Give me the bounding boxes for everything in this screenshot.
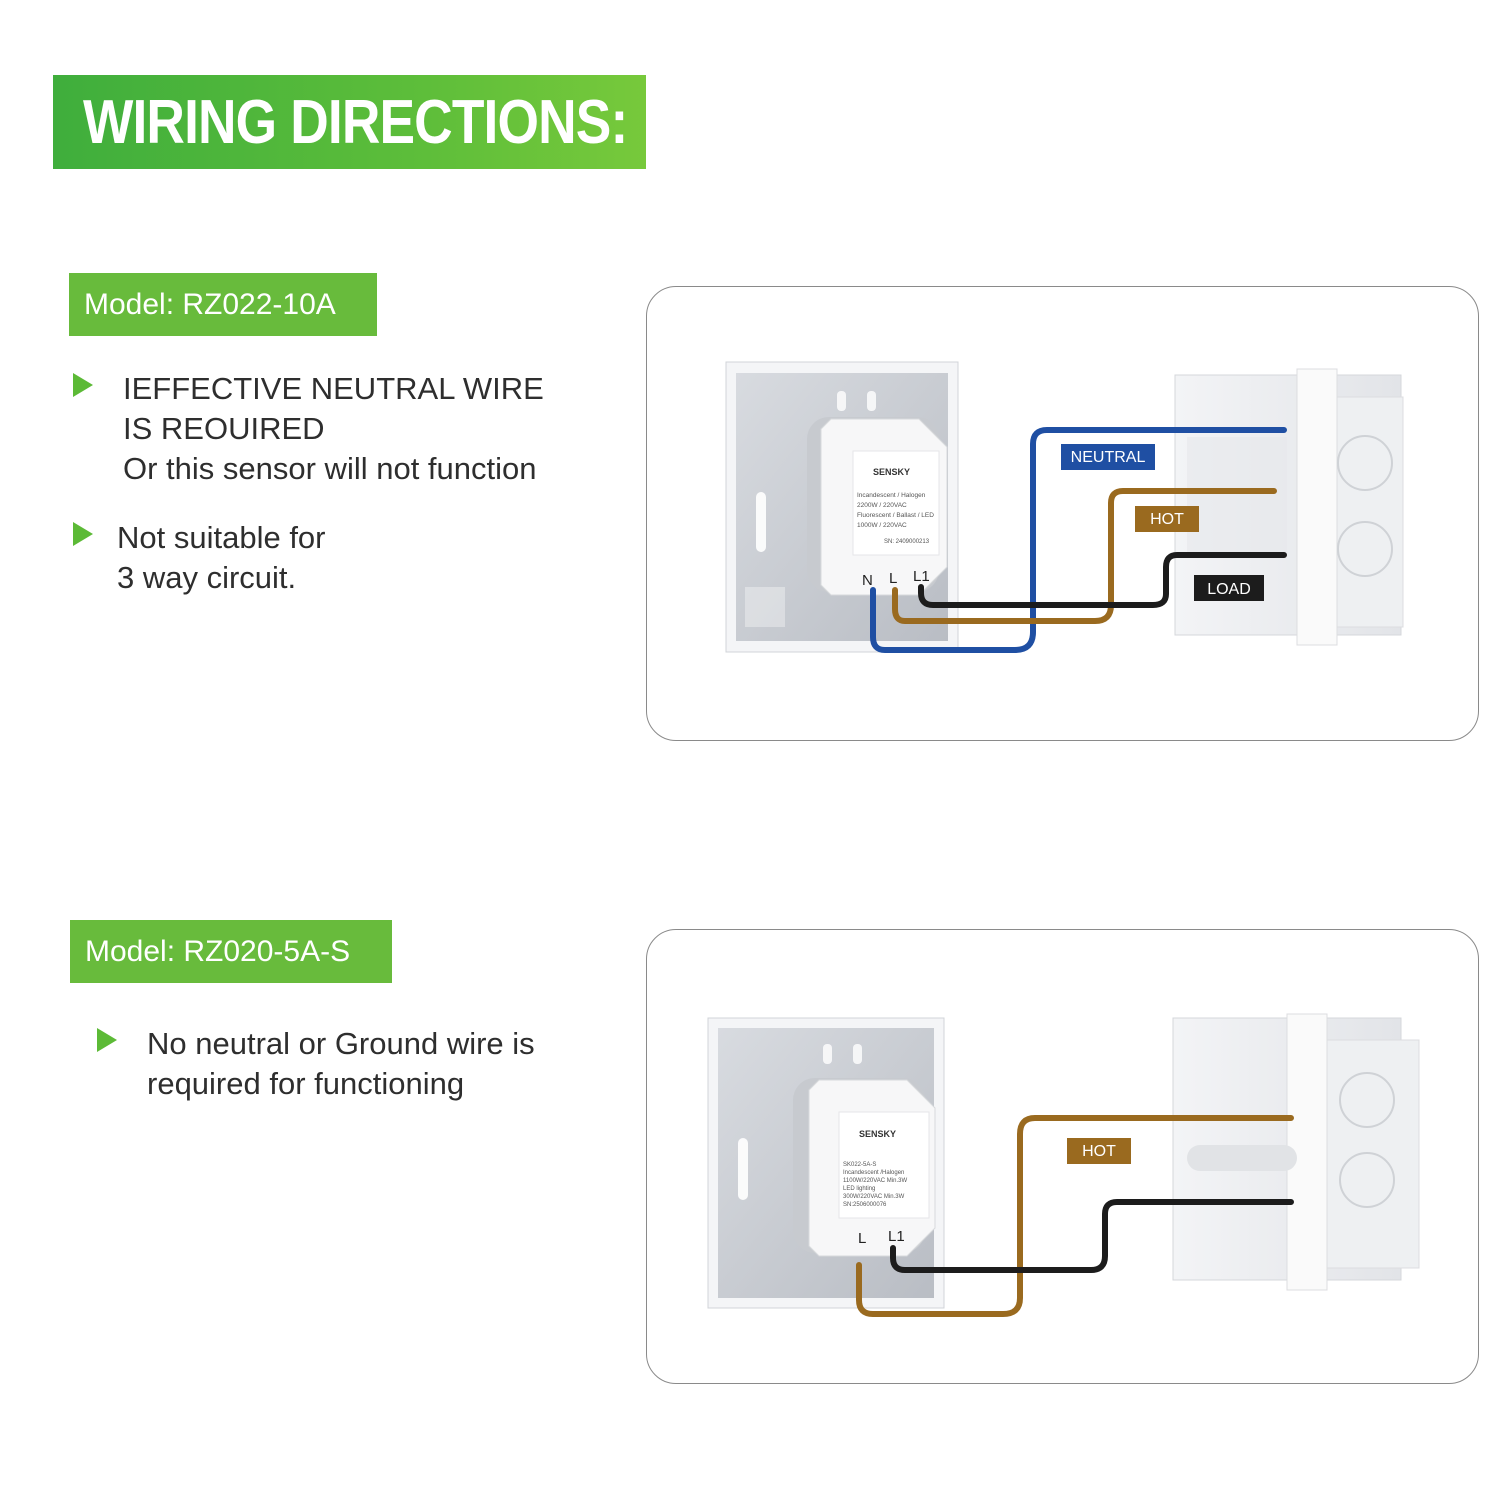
neutral-wire xyxy=(870,427,1287,653)
terminal-label-l: L xyxy=(889,570,897,587)
bullet-line: IS REOUIRED xyxy=(123,411,325,446)
wiring-diagram-rz022: SENSKY Incandescent / Halogen 2200W / 22… xyxy=(725,361,1404,653)
title-banner: WIRING DIRECTIONS: xyxy=(53,75,646,169)
bullet-arrow-icon xyxy=(73,522,93,546)
module-brand: SENSKY xyxy=(859,1129,896,1139)
svg-text:LOAD: LOAD xyxy=(1207,581,1251,598)
terminal-label-l: L xyxy=(858,1230,866,1247)
page-title: WIRING DIRECTIONS: xyxy=(83,87,628,157)
wiring-diagram-rz020: SENSKY SK022-5A-S Incandescent /Halogen … xyxy=(707,1013,1420,1317)
terminal-label-n: N xyxy=(862,572,873,589)
wiring-diagram-panel-rz020: SENSKY SK022-5A-S Incandescent /Halogen … xyxy=(646,929,1479,1384)
wire-label-hot: HOT xyxy=(1135,506,1199,532)
junction-box xyxy=(1174,368,1404,646)
load-wire xyxy=(890,1199,1294,1273)
module-spec-line: SK022-5A-S xyxy=(843,1162,876,1168)
wiring-diagram-panel-rz022: SENSKY Incandescent / Halogen 2200W / 22… xyxy=(646,286,1479,741)
sensor-module: SENSKY Incandescent / Halogen 2200W / 22… xyxy=(807,417,948,596)
module-spec-line: SN:2506000076 xyxy=(843,1202,887,1208)
terminal-label-l1: L1 xyxy=(888,1228,905,1245)
bullet-no-neutral: No neutral or Ground wire is required fo… xyxy=(97,1024,535,1104)
bullet-line: 3 way circuit. xyxy=(117,560,297,595)
module-spec-line: 1000W / 220VAC xyxy=(857,522,907,529)
module-spec-line: Incandescent /Halogen xyxy=(843,1170,904,1176)
terminal-label-l1: L1 xyxy=(913,568,930,585)
junction-box xyxy=(1172,1013,1420,1291)
wires xyxy=(856,1115,1294,1317)
module-brand: SENSKY xyxy=(873,467,910,477)
bullet-line: No neutral or Ground wire is xyxy=(147,1026,535,1061)
model-tag-rz022: Model: RZ022-10A xyxy=(69,273,377,336)
svg-text:NEUTRAL: NEUTRAL xyxy=(1071,449,1146,466)
wires xyxy=(870,427,1287,653)
wire-label-hot: HOT xyxy=(1067,1138,1131,1164)
module-serial: SN: 2409000213 xyxy=(884,539,930,545)
wire-label-load: LOAD xyxy=(1194,575,1264,601)
load-wire xyxy=(918,552,1287,608)
module-spec-line: Fluorescent / Ballast / LED xyxy=(857,512,934,519)
module-spec-line: 1100W/220VAC Min.3W xyxy=(843,1178,907,1184)
svg-text:HOT: HOT xyxy=(1082,1143,1116,1160)
bullet-neutral-required: IEFFECTIVE NEUTRAL WIRE IS REOUIRED Or t… xyxy=(73,369,544,489)
bullet-not-3way: Not suitable for 3 way circuit. xyxy=(73,518,326,598)
bullet-arrow-icon xyxy=(97,1028,117,1052)
hot-wire xyxy=(856,1115,1294,1317)
model-tag-rz020: Model: RZ020-5A-S xyxy=(70,920,392,983)
bullet-arrow-icon xyxy=(73,373,93,397)
bullet-line: Not suitable for xyxy=(117,520,326,555)
wire-label-neutral: NEUTRAL xyxy=(1061,444,1155,470)
module-spec-line: LED lighting xyxy=(843,1186,875,1192)
svg-text:HOT: HOT xyxy=(1150,511,1184,528)
hot-wire xyxy=(892,488,1277,624)
module-spec-line: Incandescent / Halogen xyxy=(857,492,926,499)
bullet-line: IEFFECTIVE NEUTRAL WIRE xyxy=(123,371,544,406)
sensor-module: SENSKY SK022-5A-S Incandescent /Halogen … xyxy=(793,1078,936,1257)
module-spec-line: 2200W / 220VAC xyxy=(857,502,907,509)
bullet-line: Or this sensor will not function xyxy=(123,451,537,486)
module-spec-line: 300W/220VAC Min.3W xyxy=(843,1194,905,1200)
bullet-line: required for functioning xyxy=(147,1066,465,1101)
